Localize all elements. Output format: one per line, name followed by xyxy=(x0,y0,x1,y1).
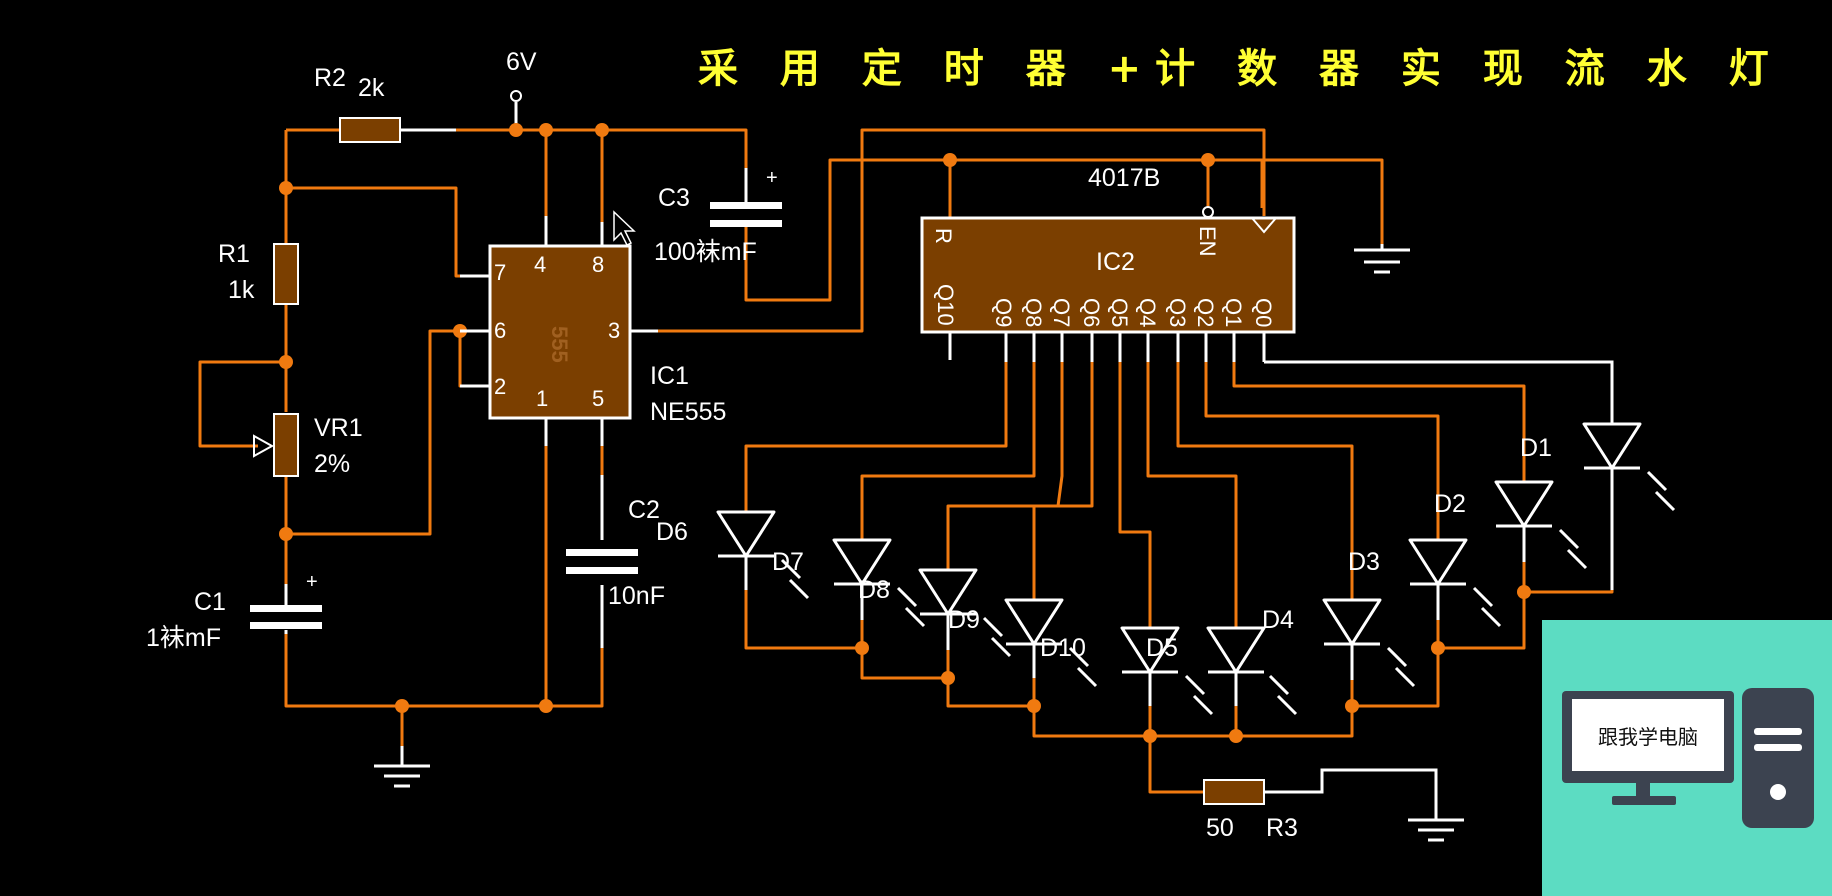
led-d9-label: D9 xyxy=(948,606,980,634)
ic2-pin-en: EN xyxy=(1195,226,1220,257)
led-d10 xyxy=(1004,598,1098,688)
ic1-body-label: 555 xyxy=(547,326,572,363)
c3-value: 100袜mF xyxy=(654,238,757,266)
c1-value: 1袜mF xyxy=(146,624,221,652)
vr1-ref: VR1 xyxy=(314,414,363,442)
vr1-value: 2% xyxy=(314,450,350,478)
supply-label: 6V xyxy=(506,48,537,76)
led-d2 xyxy=(1408,538,1502,628)
ic2-pin-q1: Q1 xyxy=(1221,298,1246,327)
potentiometer-vr1 xyxy=(273,413,299,477)
en-terminal xyxy=(1202,206,1214,218)
ic1-pin-6: 6 xyxy=(494,318,506,343)
ic1-pin-8: 8 xyxy=(592,252,604,277)
r2-value: 2k xyxy=(358,74,385,102)
led-d4-label: D4 xyxy=(1262,606,1294,634)
ground-symbol xyxy=(374,746,430,788)
r2-ref: R2 xyxy=(314,64,346,92)
ic2-pin-q2: Q2 xyxy=(1193,298,1218,327)
ic2-pin-q6: Q6 xyxy=(1079,298,1104,327)
led-d1-label: D1 xyxy=(1520,434,1552,462)
ic2-wiring xyxy=(948,158,1410,360)
ic2-pin-q4: Q4 xyxy=(1135,298,1160,327)
ic2-pin-r: R xyxy=(931,228,956,244)
led-d1 xyxy=(1494,480,1588,570)
resistor-r2 xyxy=(339,117,401,143)
led-d8 xyxy=(832,538,926,628)
c3-ref: C3 xyxy=(658,184,690,212)
ic1-pin-5: 5 xyxy=(592,386,604,411)
watermark-text: 跟我学电脑 xyxy=(1572,699,1724,771)
led-d0 xyxy=(1582,422,1676,512)
ic2-4017-chip xyxy=(920,216,1296,334)
led-d7-label: D7 xyxy=(772,548,804,576)
capacitor-c1: + xyxy=(250,571,322,634)
ic2-pin-q5: Q5 xyxy=(1107,298,1132,327)
led-d5-label: D5 xyxy=(1146,634,1178,662)
ic1-ref: IC1 xyxy=(650,362,689,390)
ic1-pin-2: 2 xyxy=(494,374,506,399)
ic1-part: NE555 xyxy=(650,398,726,426)
junctions-leds xyxy=(855,153,1531,743)
led-d6-label: D6 xyxy=(656,518,688,546)
resistor-r3 xyxy=(1203,779,1265,805)
c2-value: 10nF xyxy=(608,582,665,610)
led-d8-label: D8 xyxy=(858,576,890,604)
c2-ref: C2 xyxy=(628,496,660,524)
led-d7 xyxy=(716,510,810,600)
supply-terminal xyxy=(510,90,522,102)
junctions-555 xyxy=(279,123,609,713)
ic2-pin-q7: Q7 xyxy=(1049,298,1074,327)
capacitor-c3: + xyxy=(710,167,782,227)
svg-text:+: + xyxy=(306,571,318,593)
ic2-part: 4017B xyxy=(1088,164,1160,192)
ic2-pin-q0: Q0 xyxy=(1251,298,1276,327)
led-d5 xyxy=(1120,626,1214,716)
mouse-cursor-icon xyxy=(613,210,636,247)
ic2-pin-q3: Q3 xyxy=(1165,298,1190,327)
led-d10-label: D10 xyxy=(1040,634,1086,662)
watermark-logo: 跟我学电脑 xyxy=(1542,620,1832,896)
ic1-pin-1: 1 xyxy=(536,386,548,411)
output-wires xyxy=(744,332,1614,628)
return-wires xyxy=(744,504,1614,842)
ic2-pin-q10: Q10 xyxy=(933,284,958,326)
ic2-pin-q8: Q8 xyxy=(1021,298,1046,327)
led-d3 xyxy=(1322,598,1416,688)
led-d3-label: D3 xyxy=(1348,548,1380,576)
capacitor-c2 xyxy=(566,549,638,574)
monitor-icon: 跟我学电脑 xyxy=(1562,691,1734,783)
led-d2-label: D2 xyxy=(1434,490,1466,518)
ic1-pin-3: 3 xyxy=(608,318,620,343)
r1-value: 1k xyxy=(228,276,255,304)
r1-ref: R1 xyxy=(218,240,250,268)
ic1-pin-4: 4 xyxy=(534,252,546,277)
r3-ref: R3 xyxy=(1266,814,1298,842)
r3-value: 50 xyxy=(1206,814,1234,842)
ic1-pin-7: 7 xyxy=(494,260,506,285)
led-d4 xyxy=(1206,626,1298,716)
ic2-ref: IC2 xyxy=(1096,248,1135,276)
resistor-r1 xyxy=(273,243,299,305)
c1-ref: C1 xyxy=(194,588,226,616)
wiper-arrow-icon xyxy=(253,434,275,458)
led-d9 xyxy=(918,568,1012,658)
page-title: 采 用 定 时 器 +计 数 器 实 现 流 水 灯 xyxy=(698,46,1783,92)
svg-text:+: + xyxy=(766,167,778,189)
ic2-pin-labels: R EN Q10 Q9 Q8 Q7 Q6 Q5 Q4 Q3 Q2 Q1 Q0 xyxy=(931,226,1276,327)
ic2-pin-q9: Q9 xyxy=(991,298,1016,327)
ic1-555-chip xyxy=(460,216,658,446)
computer-tower-icon xyxy=(1742,688,1814,828)
